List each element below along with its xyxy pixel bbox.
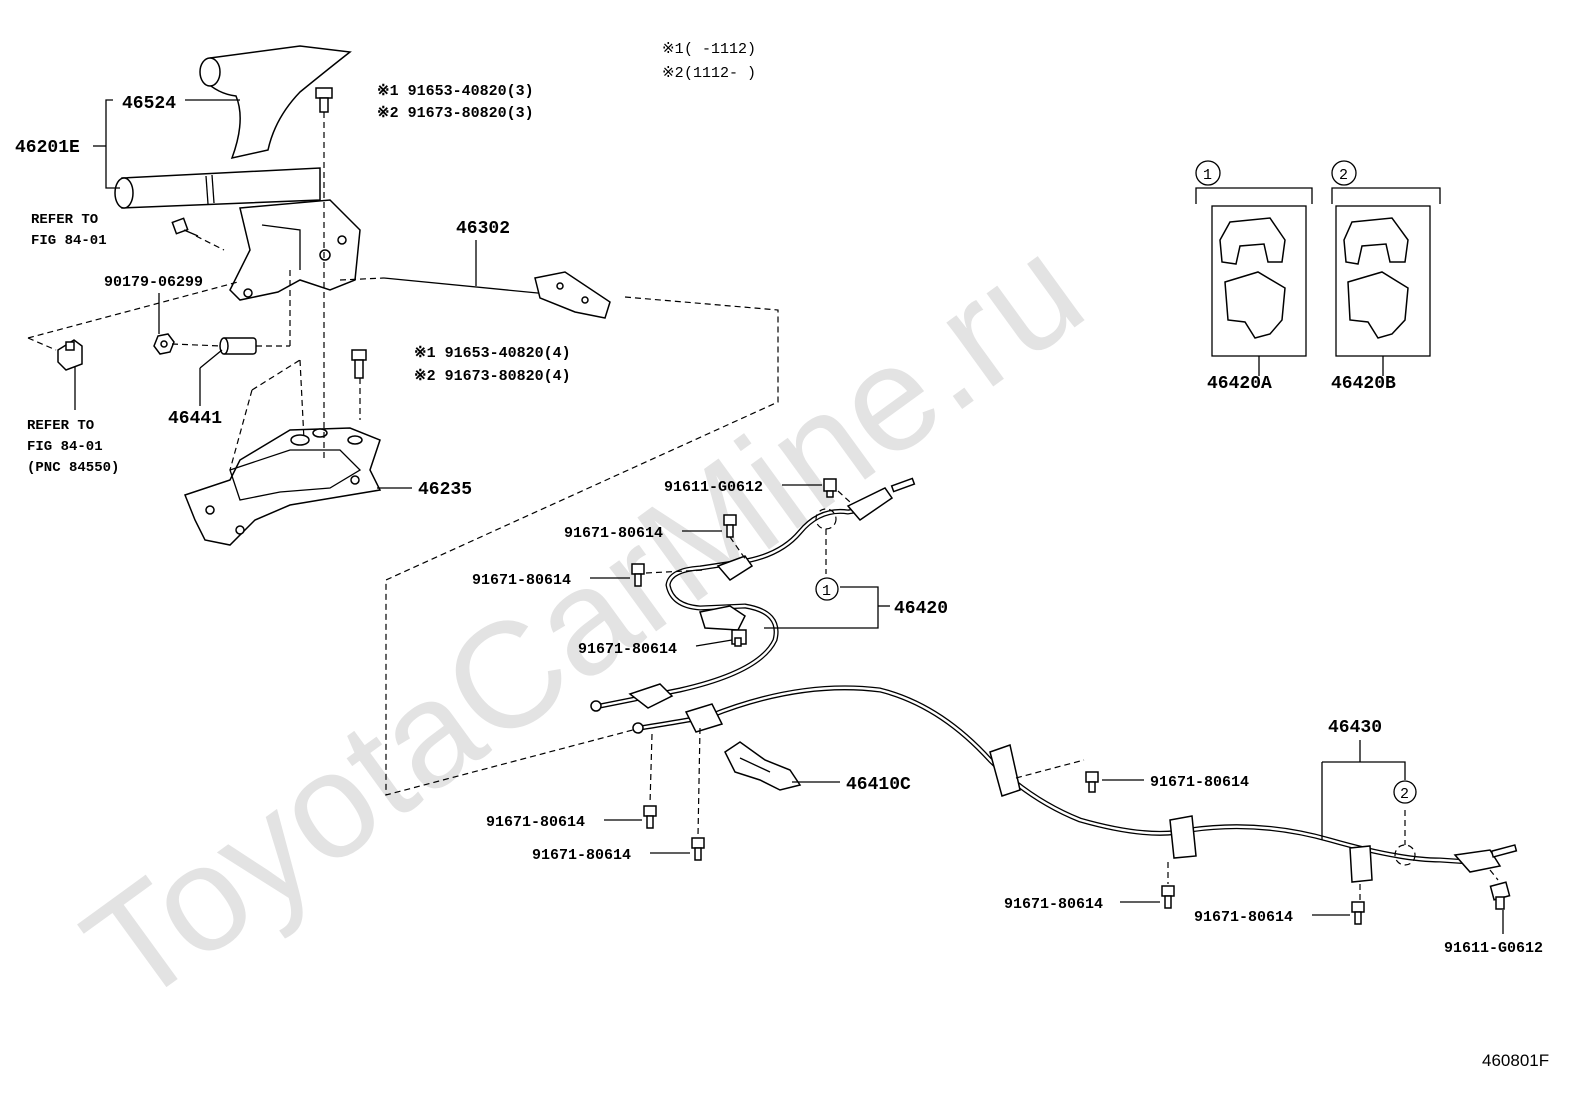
label-46302: 46302 [456, 219, 510, 239]
bolt-f10-icon [1489, 881, 1511, 910]
figure-id: 460801F [1482, 1051, 1549, 1070]
bolt-f6-icon [643, 805, 657, 829]
label-fastener-10: 91611-G0612 [1444, 940, 1543, 957]
svg-text:REFER TO: REFER TO [27, 418, 94, 434]
circle-marker-1: 1 [815, 577, 839, 601]
bolt-f7-icon [691, 837, 705, 861]
inset-46420A: 1 [1195, 160, 1313, 376]
svg-text:REFER TO: REFER TO [31, 212, 98, 228]
version-note-2-range: (1112- ) [684, 65, 756, 82]
version-note-1-marker: ※1 [662, 41, 684, 58]
bushing-46441-icon [219, 337, 257, 355]
label-fastener-6: 91671-80614 [486, 814, 585, 831]
bolt-note-mid-1: ※1 91653-40820(4) [414, 345, 571, 362]
bolt-note-mid-2: ※2 91673-80820(4) [414, 368, 571, 385]
reference-note-2: REFER TO FIG 84-01 (PNC 84550) [27, 418, 119, 476]
version-notes: ※1 ( -1112) ※2 (1112- ) [662, 41, 756, 82]
label-fastener-7: 91671-80614 [532, 847, 631, 864]
bolt-f4-icon [731, 629, 747, 647]
lever-cover-illustration [199, 45, 352, 160]
label-fastener-4: 91671-80614 [578, 641, 677, 658]
bolt-note-top-2: ※2 91673-80820(3) [377, 105, 534, 122]
label-46441: 46441 [168, 409, 222, 429]
svg-text:(PNC 84550): (PNC 84550) [27, 460, 119, 476]
label-fastener-5: 91671-80614 [1150, 774, 1249, 791]
reference-note-1: REFER TO FIG 84-01 [31, 212, 107, 249]
watermark: ToyotaCarMine.ru [55, 204, 1111, 1036]
lever-handle-illustration [114, 167, 361, 301]
cable-leader-lines [590, 484, 1504, 934]
label-fastener-1: 91611-G0612 [664, 479, 763, 496]
clip-refer-icon [57, 339, 83, 371]
bolt-top-icon [315, 87, 333, 113]
bracket-46410C-illustration [724, 741, 802, 791]
bolt-note-top-1: ※1 91653-40820(3) [377, 83, 534, 100]
label-fastener-9: 91671-80614 [1194, 909, 1293, 926]
version-note-2-marker: ※2 [662, 65, 684, 82]
cable-46430-illustration [632, 685, 1518, 883]
bracket-46235-illustration [184, 427, 382, 546]
svg-text:1: 1 [822, 583, 831, 600]
version-note-1-range: ( -1112) [684, 41, 756, 58]
svg-text:FIG 84-01: FIG 84-01 [27, 439, 103, 455]
lever-leader-lines [27, 99, 477, 489]
rod-connection-dashed-outline [385, 296, 779, 796]
label-fastener-3: 91671-80614 [472, 572, 571, 589]
label-fastener-8: 91671-80614 [1004, 896, 1103, 913]
bolt-f5-icon [1085, 771, 1099, 793]
label-46235: 46235 [418, 480, 472, 500]
bolt-f1-icon [823, 478, 837, 498]
cable-46420-illustration [590, 477, 916, 712]
circle-marker-2: 2 [1393, 780, 1417, 804]
bolt-refer-icon [171, 217, 199, 237]
svg-text:2: 2 [1400, 786, 1409, 803]
inset-marker-1: 1 [1203, 167, 1212, 184]
label-fastener-2: 91671-80614 [564, 525, 663, 542]
label-46430: 46430 [1328, 718, 1382, 738]
bolt-f9-icon [1351, 901, 1365, 925]
label-46524: 46524 [122, 94, 176, 114]
nut-90179-icon [153, 333, 175, 355]
label-46420: 46420 [894, 599, 948, 619]
label-46410C: 46410C [846, 775, 911, 795]
rod-46302-illustration [383, 271, 611, 319]
inset-marker-2: 2 [1339, 167, 1348, 184]
bolt-f8-icon [1161, 885, 1175, 909]
fastener-icons [631, 478, 1511, 925]
bolt-f3-icon [631, 563, 645, 587]
label-46420B: 46420B [1331, 374, 1396, 394]
label-46201E: 46201E [15, 138, 80, 158]
label-90179-06299: 90179-06299 [104, 274, 203, 291]
bolt-mid-icon [351, 349, 367, 379]
inset-46420B: 2 [1331, 160, 1441, 376]
svg-text:FIG 84-01: FIG 84-01 [31, 233, 107, 249]
label-46420A: 46420A [1207, 374, 1272, 394]
